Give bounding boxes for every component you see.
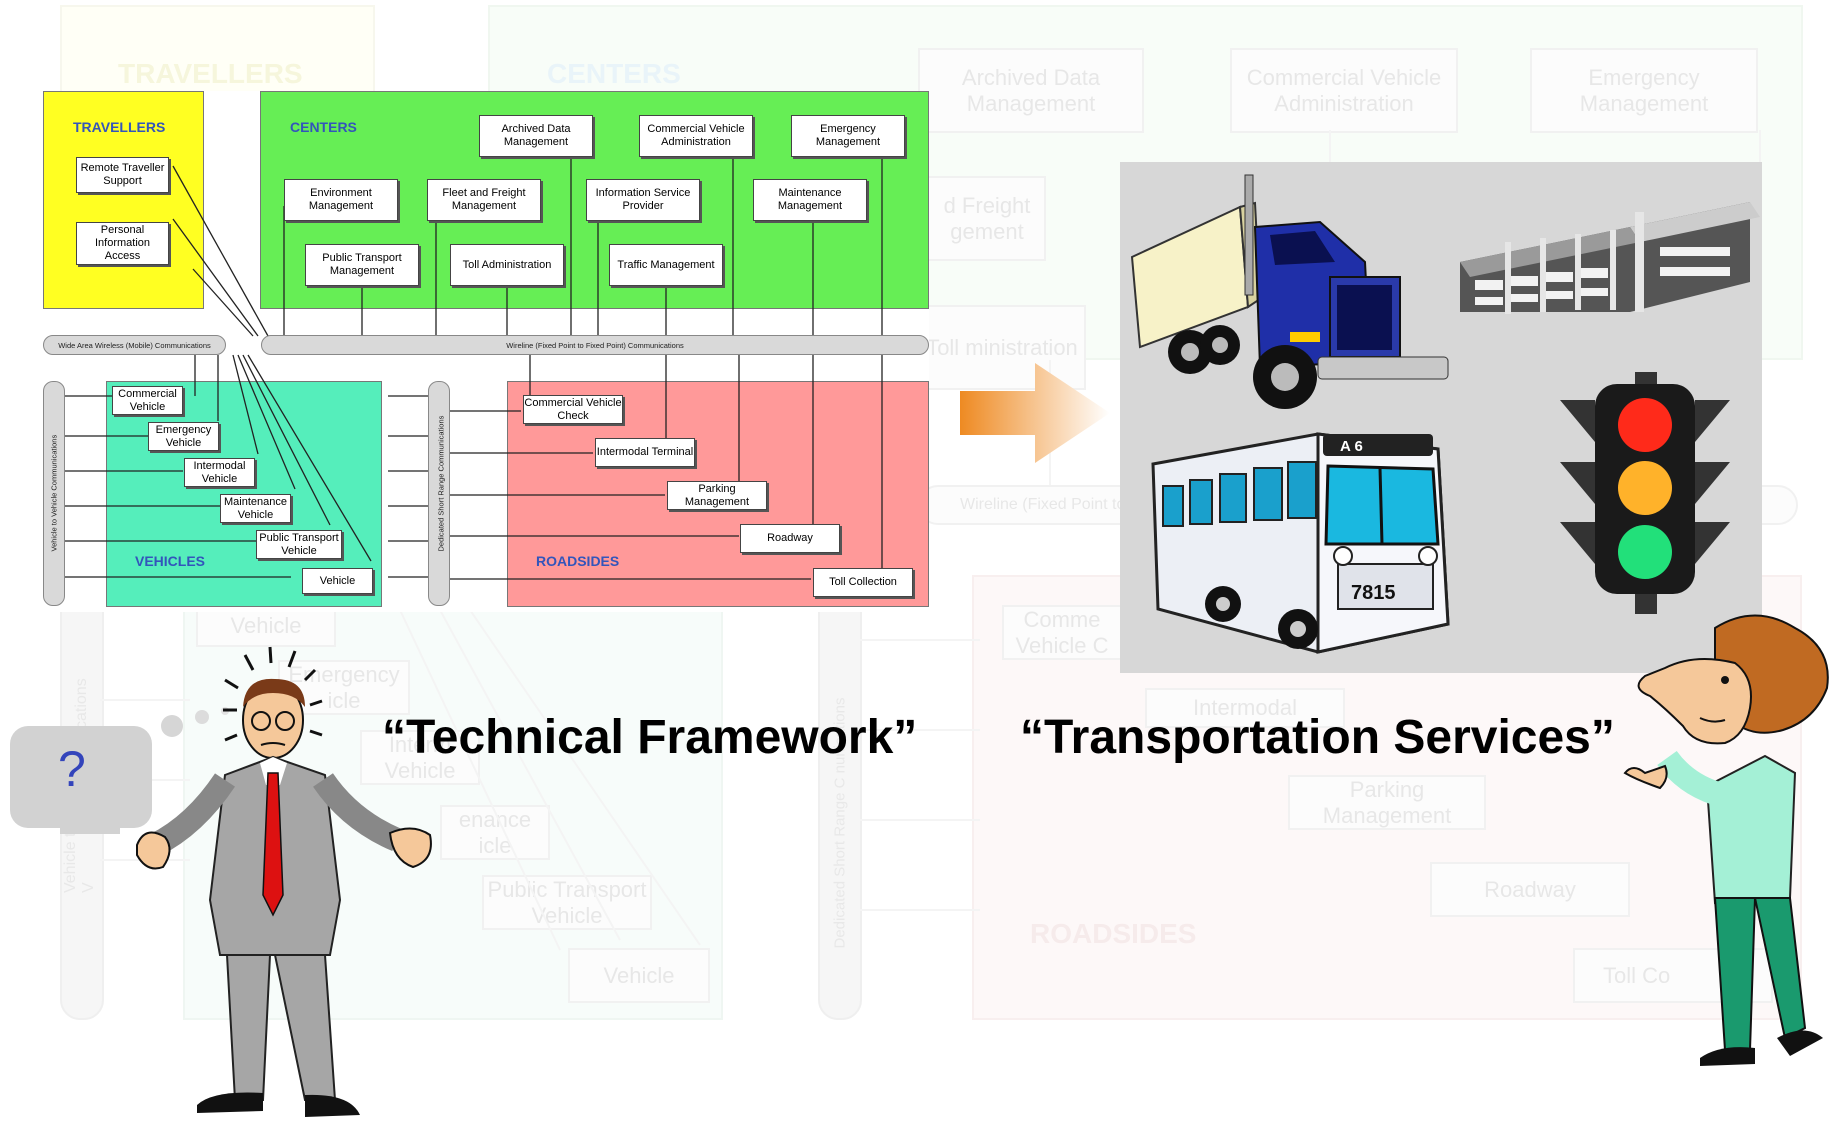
intermodal-vehicle-node: Intermodal Vehicle xyxy=(184,458,255,487)
diagram-connector-lines xyxy=(65,151,883,580)
travellers-region xyxy=(43,91,204,309)
emergency-management-node: Emergency Management xyxy=(791,115,905,157)
ghost-freight-node: d Freight gement xyxy=(918,176,1046,261)
bus-number-text: 7815 xyxy=(1351,582,1396,604)
ghost-travellers-title: TRAVELLERS xyxy=(118,58,303,89)
bubble-tail xyxy=(60,812,120,834)
ghost-roadsides-title: ROADSIDES xyxy=(1030,918,1197,949)
public-transport-vehicle-node: Public Transport Vehicle xyxy=(256,530,342,559)
building-icon xyxy=(1460,202,1760,314)
personal-information-access-node: Personal Information Access xyxy=(76,222,169,265)
maintenance-vehicle-node: Maintenance Vehicle xyxy=(220,494,291,523)
roadway-node: Roadway xyxy=(740,524,840,553)
ghost-vehicle2-node: Vehicle xyxy=(568,948,710,1003)
intermodal-terminal-node: Intermodal Terminal xyxy=(595,438,695,467)
vehicles-title: VEHICLES xyxy=(135,553,206,569)
ghost-public-transport-node: Public Transport Vehicle xyxy=(482,875,652,930)
transportation-services-panel: A 6 7815 xyxy=(1120,162,1762,673)
maintenance-management-node: Maintenance Management xyxy=(753,179,867,221)
transportation-services-caption: “Transportation Services” xyxy=(1020,711,1615,764)
confused-man-icon xyxy=(136,646,432,1117)
question-bubble: ? xyxy=(10,726,152,828)
roadsides-title: ROADSIDES xyxy=(536,553,620,569)
dsrc-bus xyxy=(428,381,450,606)
environment-management-node: Environment Management xyxy=(284,179,398,221)
wide-area-wireless-bus: Wide Area Wireless (Mobile) Communicatio… xyxy=(43,335,226,355)
vehicle-node: Vehicle xyxy=(302,568,373,594)
information-service-provider-node: Information Service Provider xyxy=(586,179,700,221)
wireline-bus: Wireline (Fixed Point to Fixed Point) Co… xyxy=(261,335,929,355)
centers-title: CENTERS xyxy=(290,119,357,135)
vehicle-to-vehicle-bus xyxy=(43,381,65,606)
commercial-vehicle-administration-node: Commercial Vehicle Administration xyxy=(639,115,753,157)
pointing-man-icon xyxy=(1623,614,1829,1066)
right-arrow-icon xyxy=(960,363,1110,463)
vehicle-to-vehicle-label: Vehicle to Vehicle Communications xyxy=(49,434,59,552)
ghost-roadway-node: Roadway xyxy=(1430,862,1630,917)
toll-collection-node: Toll Collection xyxy=(813,568,913,597)
technical-framework-caption: “Technical Framework” xyxy=(382,711,918,764)
ghost-intermodal-node: Intermodal xyxy=(1145,688,1345,728)
toll-administration-node: Toll Administration xyxy=(450,244,564,286)
traffic-management-node: Traffic Management xyxy=(609,244,723,286)
commercial-vehicle-check-node: Commercial Vehicle Check xyxy=(523,395,623,424)
city-bus-icon: A 6 7815 xyxy=(1151,432,1450,654)
remote-traveller-support-node: Remote Traveller Support xyxy=(76,157,169,193)
traffic-light-icon xyxy=(1560,372,1730,614)
ghost-archived-node: Archived Data Management xyxy=(918,48,1144,133)
ghost-dsrc-bus xyxy=(818,580,862,1020)
ghost-centers-title: CENTERS xyxy=(547,58,681,89)
travellers-title: TRAVELLERS xyxy=(73,119,166,135)
ghost-parking-node: Parking Management xyxy=(1288,775,1486,830)
ghost-emergency-node: Emergency Management xyxy=(1530,48,1758,133)
bus-sign-text: A 6 xyxy=(1340,438,1363,455)
emergency-vehicle-node: Emergency Vehicle xyxy=(148,422,219,451)
archived-data-management-node: Archived Data Management xyxy=(479,115,593,157)
bubble-dots xyxy=(161,707,229,737)
commercial-vehicle-node: Commercial Vehicle xyxy=(112,386,183,415)
semi-truck-icon xyxy=(1130,174,1449,409)
ghost-commercial-admin-node: Commercial Vehicle Administration xyxy=(1230,48,1458,133)
ghost-comm-vehicle-node: Comme Vehicle C xyxy=(1002,605,1122,660)
parking-management-node: Parking Management xyxy=(667,481,767,510)
fleet-and-freight-management-node: Fleet and Freight Management xyxy=(427,179,541,221)
dsrc-label: Dedicated Short Range Communications xyxy=(436,415,446,552)
question-mark: ? xyxy=(58,741,86,797)
architecture-diagram: TRAVELLERS Remote Traveller Support Pers… xyxy=(43,91,929,612)
public-transport-management-node: Public Transport Management xyxy=(305,244,419,286)
